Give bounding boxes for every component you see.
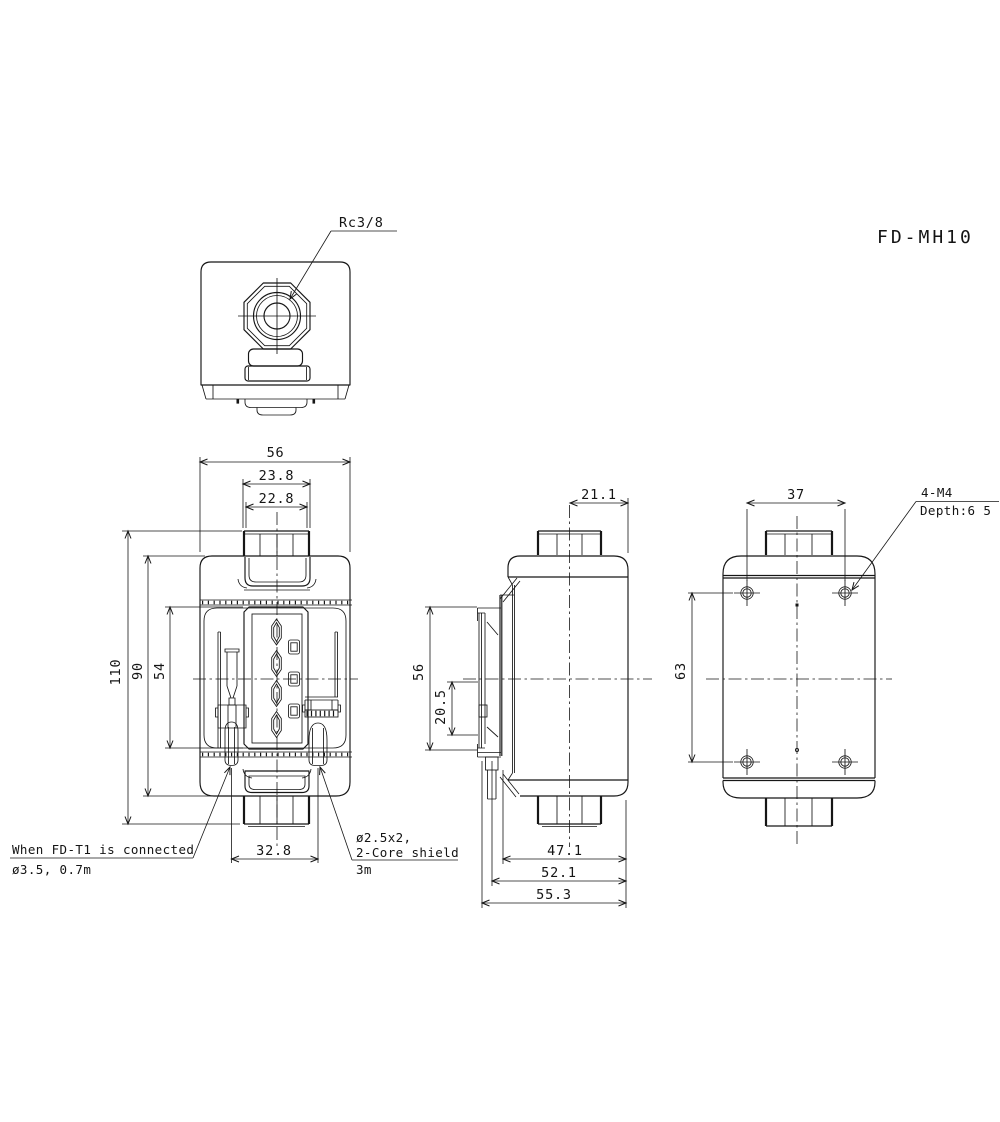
mounting-hole [733, 579, 761, 607]
side-body-outline [507, 555, 629, 797]
front-dim-connector-inner: 22.8 [259, 491, 295, 507]
side-centerlines [463, 505, 652, 847]
front-right-leader [319, 765, 458, 861]
front-top-seam-band [200, 599, 352, 606]
side-bottom-nut [536, 796, 603, 827]
front-note-left-line1: When FD-T1 is connected [12, 842, 194, 857]
front-dim-panel-height: 54 [152, 662, 168, 680]
front-note-right-line3: 3m [356, 862, 372, 877]
top-view: Rc3/8 [200, 215, 397, 416]
port-leader [289, 230, 397, 301]
back-note-holes-line2: Depth:6 5 [920, 503, 991, 518]
front-dim-connector-outer: 23.8 [259, 468, 295, 484]
side-dim-lines [425, 498, 630, 908]
side-cover-plate [477, 594, 514, 800]
side-dim-plate-height: 56 [411, 663, 427, 681]
side-dim-plate-lower: 20.5 [433, 689, 449, 725]
front-note-right-line2: 2-Core shield [356, 845, 459, 860]
terminal-pin [271, 650, 282, 677]
mounting-hole [733, 748, 761, 776]
back-view: 37 63 [673, 485, 999, 845]
back-dim-hole-span-height: 63 [673, 662, 689, 680]
terminal-pin [271, 680, 282, 707]
side-view: 21.1 56 20.5 47.1 52.1 55.3 [411, 487, 652, 908]
top-body-outline [200, 261, 351, 386]
mounting-hole [831, 579, 859, 607]
front-bottom-nut [242, 796, 311, 827]
back-note-holes-line1: 4-M4 [921, 485, 953, 500]
back-centerlines [706, 516, 892, 845]
drawing-title: FD-MH10 [877, 227, 974, 248]
front-note-right-line1: ø2.5x2, [356, 830, 411, 845]
terminal-socket [288, 639, 300, 655]
side-dim-depth-1: 47.1 [547, 843, 583, 859]
front-view: 56 23.8 22.8 110 90 54 32.8 [10, 445, 459, 877]
side-body-lines [499, 576, 628, 798]
mounting-hole [831, 748, 859, 776]
front-dim-overall-height: 110 [108, 659, 124, 686]
back-top-nut [764, 530, 834, 555]
front-note-left-line2: ø3.5, 0.7m [12, 862, 91, 877]
terminal-pin [271, 618, 282, 646]
front-left-cable-assembly [215, 631, 249, 766]
port-centerlines [238, 278, 316, 354]
side-dim-center-to-back: 21.1 [581, 487, 617, 503]
front-dim-cable-spacing: 32.8 [256, 843, 292, 859]
side-dim-depth-3: 55.3 [536, 887, 572, 903]
back-bottom-nut [764, 798, 834, 827]
front-dim-body-height: 90 [130, 662, 146, 680]
terminal-pin [271, 711, 282, 738]
front-top-nut [242, 530, 311, 556]
side-dim-depth-2: 52.1 [541, 865, 577, 881]
front-bottom-seam-band [200, 751, 352, 758]
front-right-gland-assembly [302, 631, 341, 766]
front-body-outline [199, 555, 351, 797]
back-dim-hole-span-width: 37 [787, 487, 805, 503]
back-body [722, 555, 876, 799]
back-holes-leader [851, 501, 999, 592]
front-dim-lines [122, 457, 352, 863]
front-inner-face [203, 607, 347, 749]
front-top-cavity [237, 557, 317, 591]
terminal-socket [288, 703, 300, 719]
front-left-leader [10, 765, 231, 859]
front-terminal-panel [243, 606, 309, 750]
top-lug-blocks [244, 348, 311, 382]
top-bottom-flange [201, 384, 350, 416]
front-bottom-cavity [242, 768, 312, 794]
port-label: Rc3/8 [339, 215, 384, 231]
back-mounting-holes [733, 579, 859, 776]
front-dim-overall-width: 56 [267, 445, 285, 461]
back-dim-lines [688, 499, 847, 764]
